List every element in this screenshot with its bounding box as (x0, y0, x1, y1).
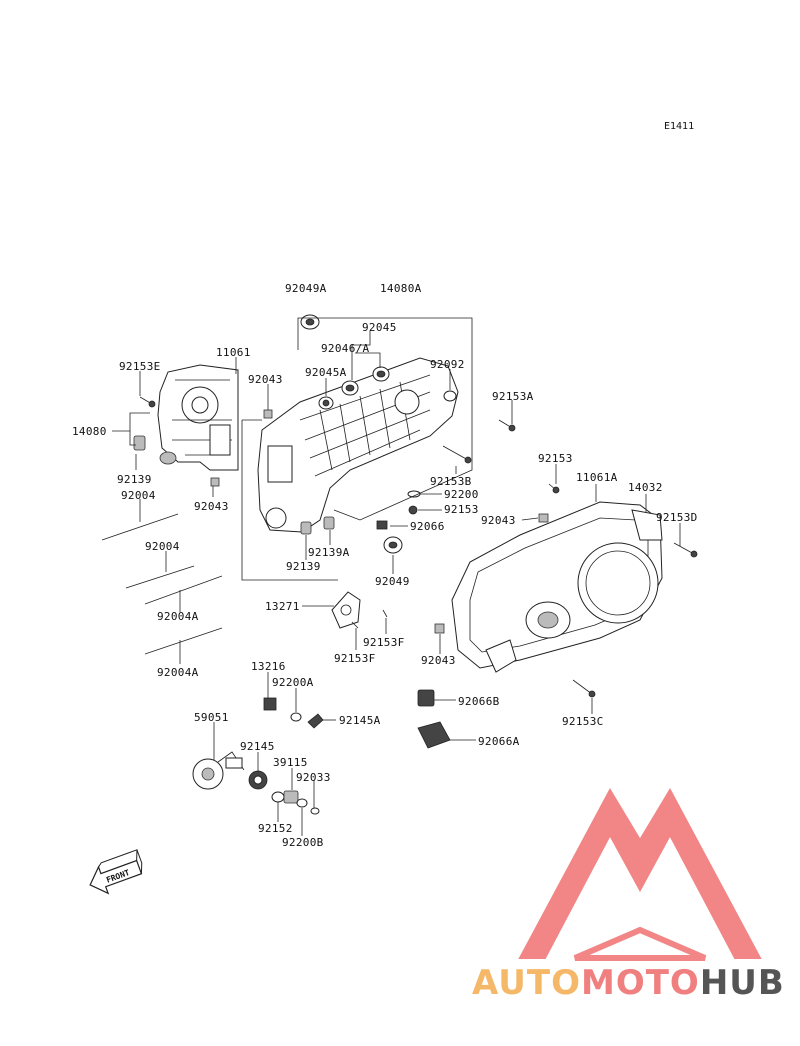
label-92033: 92033 (296, 771, 331, 784)
label-92004A-1: 92004A (157, 610, 199, 623)
label-11061A: 11061A (576, 471, 618, 484)
bolt-92153-mid (408, 505, 418, 515)
washer-92200B (296, 798, 308, 808)
bearing-92045 (341, 380, 359, 396)
label-92145A: 92145A (339, 714, 381, 727)
label-92152: 92152 (258, 822, 293, 835)
label-92043-top: 92043 (248, 373, 283, 386)
label-92153F-1: 92153F (363, 636, 405, 649)
watermark-hub: HUB (700, 963, 785, 1003)
watermark-triangle-mark (518, 787, 762, 959)
label-92046A: 92046/A (321, 342, 370, 355)
washer-92200A (290, 712, 302, 722)
label-92066B: 92066B (458, 695, 500, 708)
label-92200: 92200 (444, 488, 479, 501)
cap-92066A (417, 721, 451, 749)
watermark-auto: AUTO (472, 963, 581, 1003)
dowel-92139A (323, 516, 335, 530)
label-14032: 14032 (628, 481, 663, 494)
dowel-92139-left (133, 435, 146, 451)
stud-92004-2 (125, 565, 195, 589)
label-92045A: 92045A (305, 366, 347, 379)
label-92004-2: 92004 (145, 540, 180, 553)
left-crankcase (157, 364, 239, 471)
label-92145: 92145 (240, 740, 275, 753)
pin-92043-left (210, 477, 220, 487)
label-92092: 92092 (430, 358, 465, 371)
label-92045: 92045 (362, 321, 397, 334)
bearing-92049A (300, 314, 320, 330)
label-92200A: 92200A (272, 676, 314, 689)
bolt-92153B (442, 445, 472, 464)
label-92049: 92049 (375, 575, 410, 588)
dowel-92139-mid (300, 521, 312, 535)
front-arrow: FRONT (89, 849, 143, 895)
pin-92043-lower (434, 623, 445, 634)
label-92043-right: 92043 (481, 514, 516, 527)
label-92139-left: 92139 (117, 473, 152, 486)
label-92153-mid: 92153 (444, 503, 479, 516)
cap-92066B (417, 689, 435, 707)
label-92066A: 92066A (478, 735, 520, 748)
bushing-39115 (283, 790, 299, 804)
label-13271: 13271 (265, 600, 300, 613)
spring-92145 (248, 770, 268, 790)
label-92004-1: 92004 (121, 489, 156, 502)
bolt-92153D (673, 542, 698, 558)
bolt-92153C (572, 679, 596, 698)
label-92043-left: 92043 (194, 500, 229, 513)
label-92200B: 92200B (282, 836, 324, 849)
watermark-text: AUTOMOTOHUB (472, 963, 785, 1003)
stud-92004A-2 (144, 627, 223, 655)
kick-gear-59051 (192, 751, 245, 790)
label-92153C: 92153C (562, 715, 604, 728)
pin-92043-top (263, 409, 273, 419)
label-92153-right: 92153 (538, 452, 573, 465)
washer-92152 (271, 791, 285, 803)
diagram-code: E1411 (664, 121, 694, 132)
plate-13271 (331, 591, 361, 629)
bolt-92153A (498, 419, 516, 432)
label-92139-mid: 92139 (286, 560, 321, 573)
label-92049A: 92049A (285, 282, 327, 295)
label-92153D: 92153D (656, 511, 698, 524)
part-92145A (307, 713, 324, 729)
label-92004A-2: 92004A (157, 666, 199, 679)
label-11061: 11061 (216, 346, 251, 359)
watermark-moto: MOTO (581, 963, 700, 1003)
part-labels: 92049A 14080A 92045 92046/A 11061 92153E… (72, 282, 698, 849)
pin-92043-right (538, 513, 549, 523)
label-92153B: 92153B (430, 475, 472, 488)
bearing-92092 (443, 390, 457, 402)
label-14080A: 14080A (380, 282, 422, 295)
circlip-92033 (310, 807, 320, 815)
label-92066: 92066 (410, 520, 445, 533)
plug-92066 (376, 520, 388, 530)
label-92139A: 92139A (308, 546, 350, 559)
bolt-92153-right (548, 483, 560, 494)
label-39115: 39115 (273, 756, 308, 769)
center-crankcase-cover (257, 357, 459, 533)
label-14080: 14080 (72, 425, 107, 438)
bearing-92046A (372, 366, 390, 382)
label-92153A: 92153A (492, 390, 534, 403)
label-92153E: 92153E (119, 360, 161, 373)
leader-lines (112, 317, 681, 836)
stud-92004-1 (101, 513, 179, 541)
stud-92004A-1 (144, 575, 223, 605)
part-13216 (263, 697, 277, 711)
label-92153F-2: 92153F (334, 652, 376, 665)
bolt-92153E (139, 396, 156, 408)
label-92043-lower: 92043 (421, 654, 456, 667)
bearing-92045A (318, 396, 334, 410)
label-13216: 13216 (251, 660, 286, 673)
label-59051: 59051 (194, 711, 229, 724)
clutch-cover (451, 501, 663, 673)
bearing-92049 (383, 536, 403, 554)
watermark-logo (518, 787, 762, 961)
